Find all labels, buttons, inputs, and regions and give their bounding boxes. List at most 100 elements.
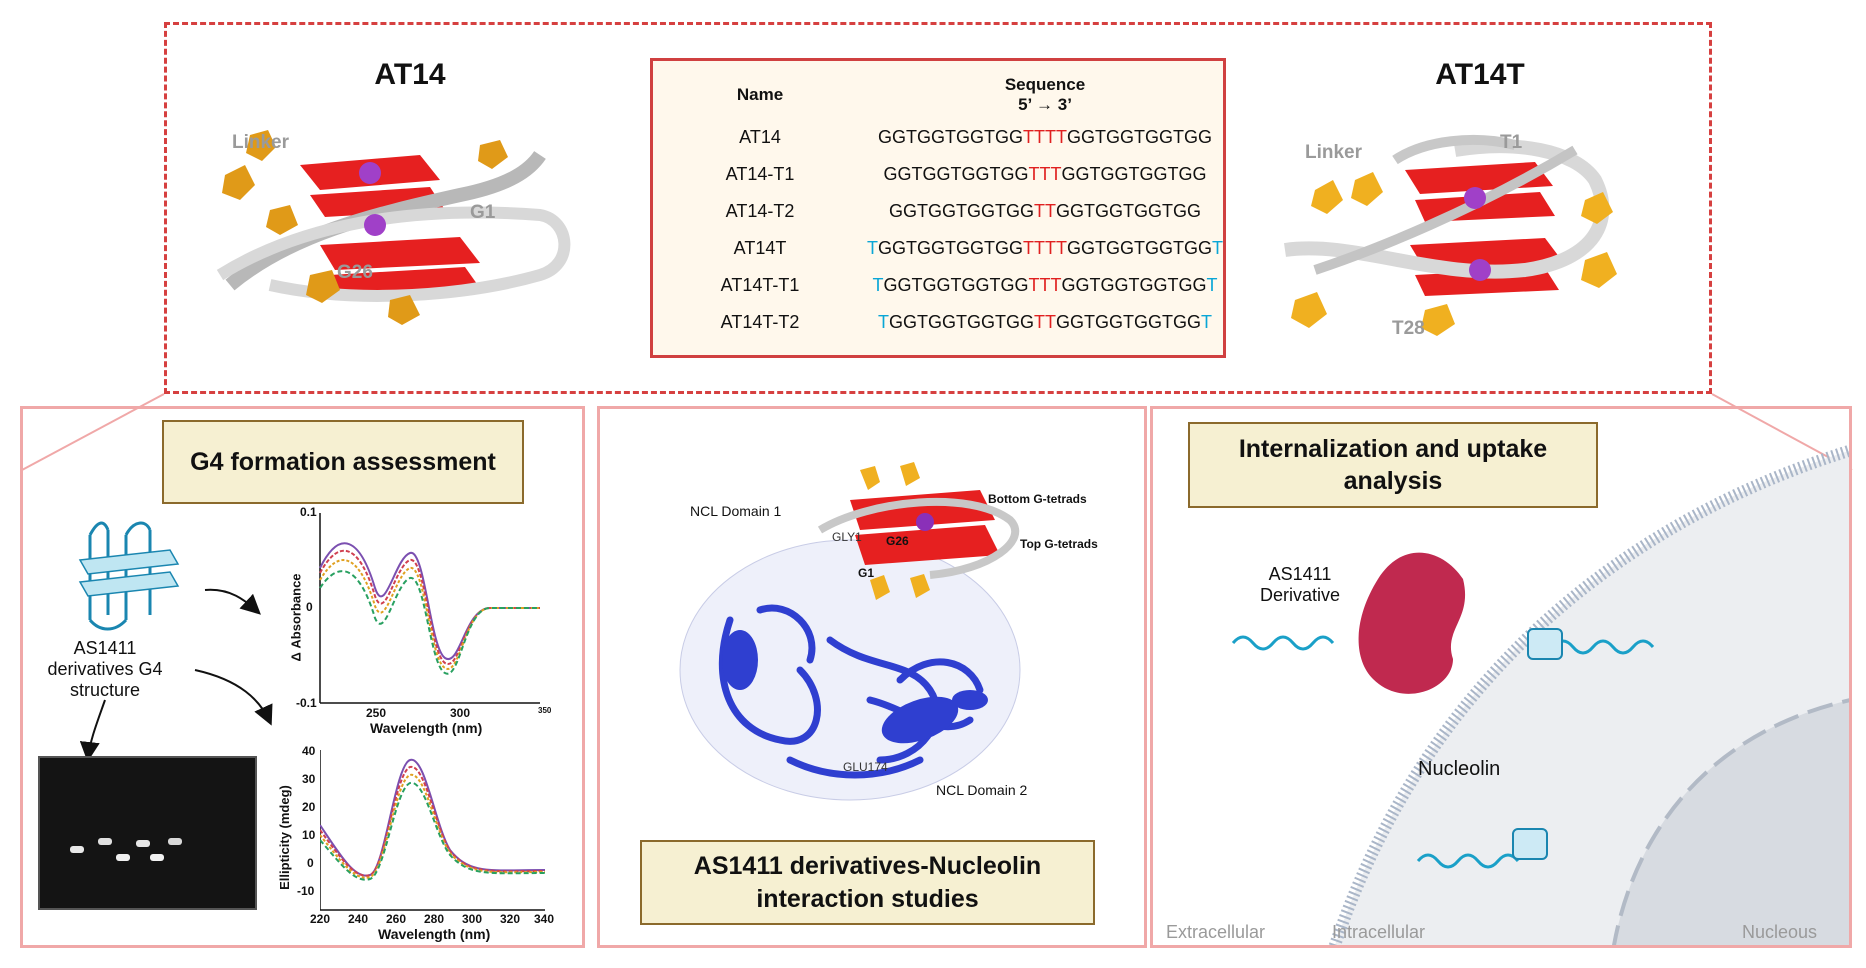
cd-ytick: 20 xyxy=(302,800,316,814)
flow-arrows xyxy=(79,588,273,762)
g4-formation-title: G4 formation assessment xyxy=(162,420,524,504)
sequence-part-post: T xyxy=(1212,238,1223,258)
sequence-part-loop: TT xyxy=(1034,201,1056,221)
g4-structure-icon xyxy=(78,521,180,631)
cd-ylabel: Ellipticity (mdeg) xyxy=(276,785,292,890)
bottom-tetrads-label: Bottom G-tetrads xyxy=(988,492,1087,506)
cd-ytick: -10 xyxy=(297,884,315,898)
at14-linker-label: Linker xyxy=(232,132,290,153)
interaction-title: AS1411 derivatives-Nucleolin interaction… xyxy=(640,840,1095,925)
g4-derivatives-label: AS1411 derivatives G4 structure xyxy=(47,638,163,700)
at14t-linker-label: Linker xyxy=(1305,142,1363,163)
gel-image xyxy=(38,756,257,910)
gel-band xyxy=(150,854,164,861)
gel-band xyxy=(136,840,150,847)
sequence-row: AT14-T1 GGTGGTGGTGGTTTGGTGGTGGTGG xyxy=(653,156,1223,193)
cd-xtick: 280 xyxy=(424,912,445,926)
cd-xtick: 300 xyxy=(462,912,483,926)
at14-title: AT14 xyxy=(374,58,446,91)
nucleous-label: Nucleous xyxy=(1742,922,1818,942)
sequence-part-loop: TT xyxy=(1034,312,1056,332)
cd-chart xyxy=(320,750,546,911)
gel-band xyxy=(168,838,182,845)
sequence-part-core2: GGTGGTGGTGG xyxy=(1056,201,1201,221)
intracellular-label: Intracellular xyxy=(1332,922,1426,942)
sequence-value: TGGTGGTGGTGGTTTGGTGGTGGTGGT xyxy=(867,267,1223,304)
cd-ytick: 0 xyxy=(307,856,314,870)
cd-xtick: 320 xyxy=(500,912,521,926)
sequence-value: GGTGGTGGTGGTTTGGTGGTGGTGG xyxy=(867,156,1223,193)
extracellular-label: Extracellular xyxy=(1166,922,1266,942)
internalization-panel xyxy=(1150,406,1852,948)
abs-xtick: 300 xyxy=(450,706,471,720)
sequence-part-core2: GGTGGTGGTGG xyxy=(1061,275,1207,295)
sequence-value: GGTGGTGGTGGTTTTGGTGGTGGTGG xyxy=(867,119,1223,156)
g1-label: G1 xyxy=(858,566,875,580)
ncl-domain2-label: NCL Domain 2 xyxy=(936,782,1028,798)
sequence-name: AT14T-T1 xyxy=(720,275,800,295)
top-tetrads-label: Top G-tetrads xyxy=(1020,537,1098,551)
at14t-title: AT14T xyxy=(1435,58,1525,91)
sequence-part-core2: GGTGGTGGTGG xyxy=(1067,238,1212,258)
sequence-row: AT14-T2 GGTGGTGGTGGTTGGTGGTGGTGG xyxy=(653,193,1223,230)
ncl-domain1-label: NCL Domain 1 xyxy=(690,503,782,519)
sequence-part-core1: GGTGGTGGTGG xyxy=(889,312,1034,332)
top-structures-frame xyxy=(164,22,1712,394)
cell-graphic xyxy=(1231,444,1849,945)
gel-band xyxy=(116,854,130,861)
header-name: Name xyxy=(736,85,784,104)
cd-xtick: 340 xyxy=(534,912,555,926)
cd-xtick: 260 xyxy=(386,912,407,926)
gel-band xyxy=(98,838,112,845)
glu174-label: GLU174 xyxy=(843,760,888,774)
sequence-part-loop: TTT xyxy=(1028,164,1062,184)
sequence-part-core2: GGTGGTGGTGG xyxy=(1067,127,1212,147)
sequence-part-pre: T xyxy=(867,238,879,258)
nucleolin-complex-graphic xyxy=(679,462,1021,801)
at14-structure-graphic xyxy=(216,130,571,325)
sequence-part-core1: GGTGGTGGTGG xyxy=(883,164,1029,184)
sequence-name: AT14-T2 xyxy=(725,201,795,221)
abs-xtick: 350 xyxy=(538,706,552,715)
abs-ylabel: Δ Absorbance xyxy=(288,573,304,662)
derivative-label: AS1411 Derivative xyxy=(1259,564,1341,605)
sequence-row: AT14 GGTGGTGGTGGTTTTGGTGGTGGTGG xyxy=(653,119,1223,156)
sequence-part-core1: GGTGGTGGTGG xyxy=(883,275,1029,295)
sequence-part-loop: TTTT xyxy=(1023,238,1067,258)
sequence-part-pre: T xyxy=(872,275,884,295)
sequence-part-core1: GGTGGTGGTGG xyxy=(878,238,1024,258)
cd-xtick: 220 xyxy=(310,912,331,926)
sequence-part-pre: T xyxy=(878,312,889,332)
abs-xlabel: Wavelength (nm) xyxy=(370,720,483,736)
sequence-name: AT14 xyxy=(739,127,781,147)
sequence-part-post: T xyxy=(1206,275,1218,295)
cd-ytick: 40 xyxy=(302,744,316,758)
internalization-title: Internalization and uptake analysis xyxy=(1188,422,1598,508)
at14t-red-bases xyxy=(1405,162,1563,296)
gly1-label: GLY1 xyxy=(832,530,862,544)
sequence-name: AT14-T1 xyxy=(725,164,795,184)
abs-xtick: 250 xyxy=(366,706,387,720)
sequence-part-post: T xyxy=(1201,312,1212,332)
nucleolin-label: Nucleolin xyxy=(1418,758,1501,780)
sequence-part-core2: GGTGGTGGTGG xyxy=(1056,312,1201,332)
g4-formation-panel xyxy=(20,406,585,948)
sequence-part-loop: TTTT xyxy=(1023,127,1067,147)
sequence-part-loop: TTT xyxy=(1028,275,1062,295)
absorbance-chart xyxy=(319,513,540,704)
sequence-name: AT14T-T2 xyxy=(720,312,800,332)
g26-label: G26 xyxy=(886,534,909,548)
cd-ytick: 30 xyxy=(302,772,316,786)
abs-ytick: 0 xyxy=(306,600,313,614)
sequence-value: TGGTGGTGGTGGTTGGTGGTGGTGGT xyxy=(867,304,1223,341)
sequence-part-core1: GGTGGTGGTGG xyxy=(878,127,1024,147)
header-sequence: Sequence 5’ → 3’ xyxy=(1004,75,1086,114)
sequence-value: TGGTGGTGGTGGTTTTGGTGGTGGTGGT xyxy=(867,230,1223,267)
sequence-value: GGTGGTGGTGGTTGGTGGTGGTGG xyxy=(867,193,1223,230)
abs-ytick: -0.1 xyxy=(296,696,317,710)
interaction-panel xyxy=(597,406,1147,948)
